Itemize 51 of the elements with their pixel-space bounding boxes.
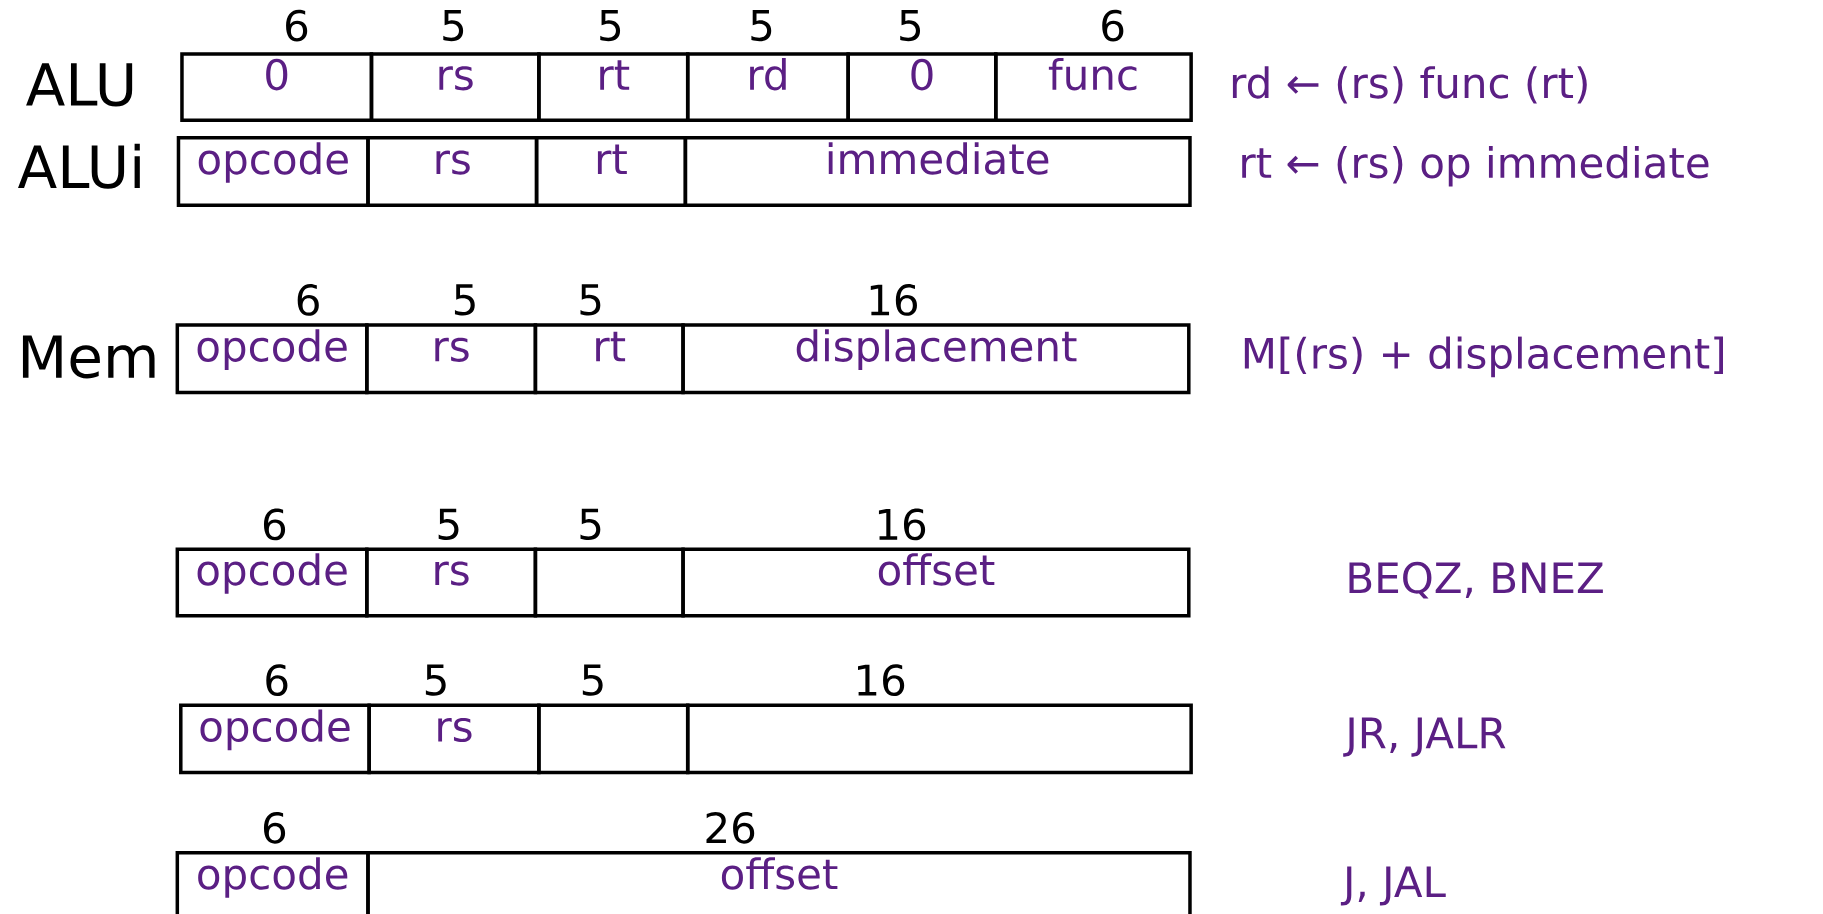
operation-text: M[(rs) + displacement] [1244,336,1723,378]
bit-width: 5 [751,10,772,42]
format-name: Mem [22,335,155,379]
instruction-field: rs [365,323,538,395]
bit-width: 5 [438,508,459,540]
operation-text: JR, JALR [1343,717,1506,757]
instruction-field: 0 [180,52,374,123]
instruction-field: opcode [175,547,369,618]
bit-width: 6 [1102,9,1124,42]
bit-width: 5 [443,10,464,42]
operation-text: rt ← (rs) op immediate [1242,145,1709,187]
bit-width: 5 [582,664,603,696]
instruction-field: func [994,52,1193,123]
instruction-field: opcode [179,703,371,775]
instruction-field: opcode [175,323,369,395]
instruction-field: rt [534,136,688,207]
bit-width: 26 [706,811,755,844]
instruction-field: offset [681,547,1191,618]
bit-width: 6 [263,508,286,541]
bit-width: 5 [454,284,475,316]
instruction-field: rt [537,52,690,123]
instruction-field: rd [685,52,850,123]
bit-width: 5 [600,10,621,42]
operation-text: J, JAL [1340,866,1446,906]
operation-text: rd ← (rs) func (rt) [1232,66,1587,104]
instruction-field: 0 [846,52,998,123]
format-name: ALUi [18,143,140,189]
instruction-field: offset [366,851,1192,914]
bit-width: 5 [580,284,601,316]
bit-width: 6 [297,284,319,316]
bit-width: 16 [878,508,926,541]
bit-width: 5 [425,664,446,696]
bit-width: 16 [858,664,905,697]
instruction-field: rs [366,136,539,207]
empty-field [685,703,1193,775]
instruction-field: rs [367,703,541,775]
bit-width: 6 [263,811,286,844]
instruction-field: opcode [175,851,370,914]
instruction-field: rs [365,547,538,618]
operation-text: BEQZ, BNEZ [1349,561,1603,599]
bit-width: 5 [580,508,601,540]
instruction-field: displacement [681,323,1191,395]
instruction-field: rt [533,323,685,395]
bit-width: 6 [286,9,308,42]
bit-width: 5 [900,10,921,42]
instruction-field: opcode [176,136,370,207]
bit-width: 6 [266,664,288,697]
bit-width: 16 [870,284,917,316]
instruction-field: rs [369,52,541,123]
format-name: ALU [26,63,133,107]
instruction-field: immediate [683,136,1192,207]
